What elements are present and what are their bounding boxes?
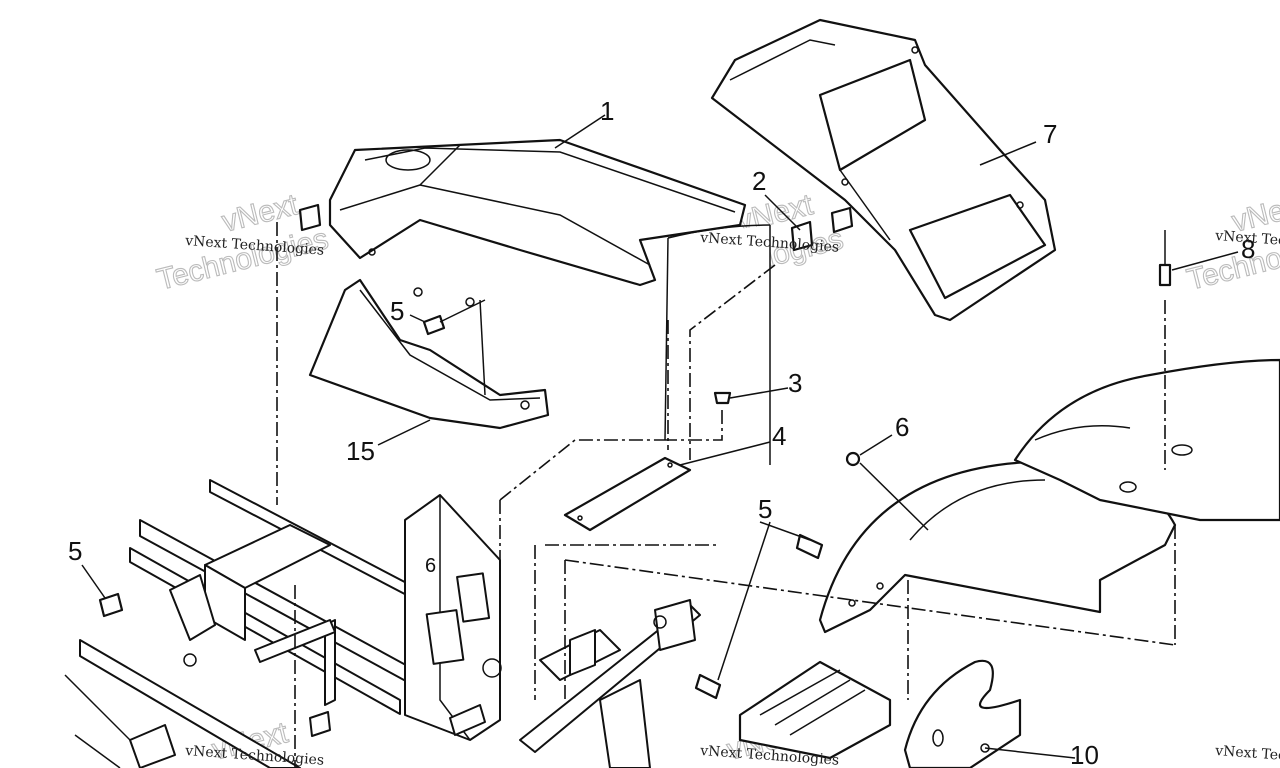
callout-labels: 1 2 3 4 5 5 5 6 7 8 10 15 (68, 96, 1255, 768)
leader-lines (81, 114, 1239, 759)
part-4-plate (563, 456, 692, 532)
callout-6: 6 (895, 412, 909, 442)
callout-5-upper: 5 (390, 296, 404, 326)
callout-1: 1 (600, 96, 614, 126)
watermark-text-6: vNext Technologies (1214, 743, 1280, 768)
svg-text:6: 6 (425, 555, 436, 577)
callout-7: 7 (1043, 119, 1057, 149)
part-15-lower-panel (308, 278, 550, 430)
chassis-frame: 6 (64, 479, 701, 768)
footrest-bracket (738, 660, 892, 760)
callout-2: 2 (752, 166, 766, 196)
callout-5-right: 5 (758, 494, 772, 524)
part-10-mud-flap (903, 659, 1022, 768)
part-2-mount-clips (298, 203, 854, 252)
fasteners (98, 230, 1172, 700)
assembly-lines (276, 222, 1176, 768)
callout-5-left: 5 (68, 536, 82, 566)
callout-15: 15 (346, 436, 375, 466)
callout-10: 10 (1070, 740, 1099, 768)
callout-3: 3 (788, 368, 802, 398)
callout-8: 8 (1241, 234, 1255, 264)
part-7-rear-console (710, 18, 1057, 322)
part-1-body-panel (328, 138, 771, 465)
callout-4: 4 (772, 421, 786, 451)
